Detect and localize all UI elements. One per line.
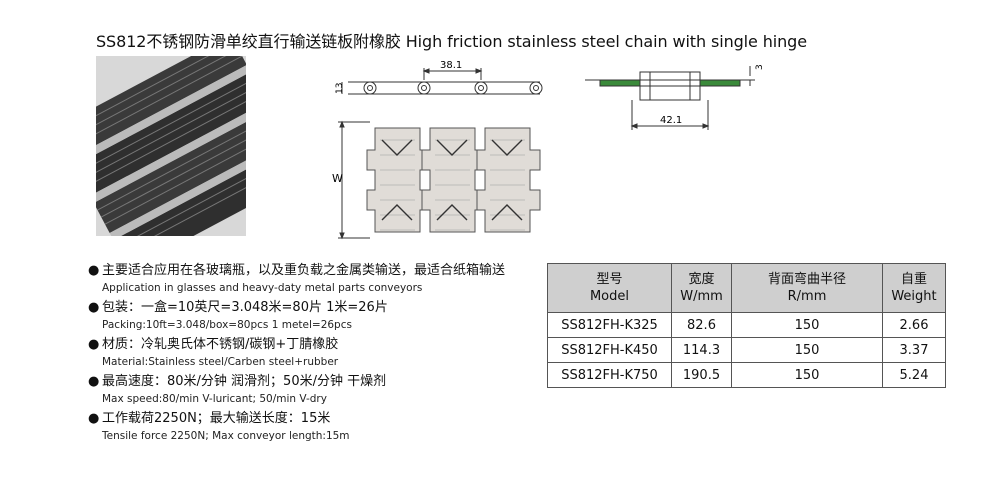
bullet-icon: ●	[88, 263, 100, 278]
pitch-dimension: 38.1	[440, 60, 462, 71]
cell-width: 114.3	[671, 337, 732, 363]
table-row: SS812FH-K750 190.5 150 5.24	[547, 362, 946, 388]
feature-cn: 最高速度：80米/分钟 润滑剂；50米/分钟 干燥剂	[102, 374, 387, 389]
table-row: SS812FH-K325 82.6 150 2.66	[547, 312, 946, 338]
bullet-icon: ●	[88, 300, 100, 315]
cell-model: SS812FH-K750	[547, 362, 672, 388]
cell-weight: 2.66	[882, 312, 946, 338]
cell-radius: 150	[731, 337, 883, 363]
feature-cn: 材质：冷轧奥氏体不锈钢/碳钢+丁腈橡胶	[102, 337, 339, 352]
cell-radius: 150	[731, 362, 883, 388]
width-dimension: 42.1	[660, 115, 682, 126]
feature-en: Material:Stainless steel/Carben steel+ru…	[102, 356, 339, 368]
feature-en: Tensile force 2250N; Max conveyor length…	[102, 430, 350, 442]
cell-model: SS812FH-K325	[547, 312, 672, 338]
feature-list: ● 主要适合应用在各玻璃瓶，以及重负载之金属类输送，最适合纸箱输送 Applic…	[88, 262, 508, 447]
feature-en: Application in glasses and heavy-daty me…	[102, 282, 423, 294]
cell-radius: 150	[731, 312, 883, 338]
chain-photo	[96, 56, 246, 236]
chain-end-drawing: 42.1 3	[585, 64, 765, 130]
feature-item: ● 包装：一盒=10英尺=3.048米=80片 1米=26片 Packing:1…	[88, 299, 508, 334]
thickness-dimension: 3	[755, 64, 765, 70]
feature-en: Max speed:80/min V-luricant; 50/min V-dr…	[102, 393, 327, 405]
bullet-icon: ●	[88, 374, 100, 389]
chain-side-drawing: 38.1 13	[335, 60, 543, 95]
feature-cn: 包装：一盒=10英尺=3.048米=80片 1米=26片	[102, 300, 388, 315]
cell-width: 82.6	[671, 312, 732, 338]
bullet-icon: ●	[88, 337, 100, 352]
cell-weight: 5.24	[882, 362, 946, 388]
cell-model: SS812FH-K450	[547, 337, 672, 363]
page-title: SS812不锈钢防滑单绞直行输送链板附橡胶 High friction stai…	[96, 32, 807, 51]
w-label: W	[332, 172, 343, 185]
height-dimension: 13	[335, 83, 345, 94]
feature-en: Packing:10ft=3.048/box=80pcs 1 metel=26p…	[102, 319, 352, 331]
cell-width: 190.5	[671, 362, 732, 388]
bullet-icon: ●	[88, 411, 100, 426]
feature-item: ● 材质：冷轧奥氏体不锈钢/碳钢+丁腈橡胶 Material:Stainless…	[88, 336, 508, 371]
feature-cn: 工作载荷2250N；最大输送长度：15米	[102, 411, 331, 426]
table-row: SS812FH-K450 114.3 150 3.37	[547, 337, 946, 363]
feature-cn: 主要适合应用在各玻璃瓶，以及重负载之金属类输送，最适合纸箱输送	[102, 263, 506, 278]
feature-item: ● 最高速度：80米/分钟 润滑剂；50米/分钟 干燥剂 Max speed:8…	[88, 373, 508, 408]
feature-item: ● 工作载荷2250N；最大输送长度：15米 Tensile force 225…	[88, 410, 508, 445]
chain-plan-drawing: W	[332, 120, 541, 240]
feature-item: ● 主要适合应用在各玻璃瓶，以及重负载之金属类输送，最适合纸箱输送 Applic…	[88, 262, 508, 297]
cell-weight: 3.37	[882, 337, 946, 363]
